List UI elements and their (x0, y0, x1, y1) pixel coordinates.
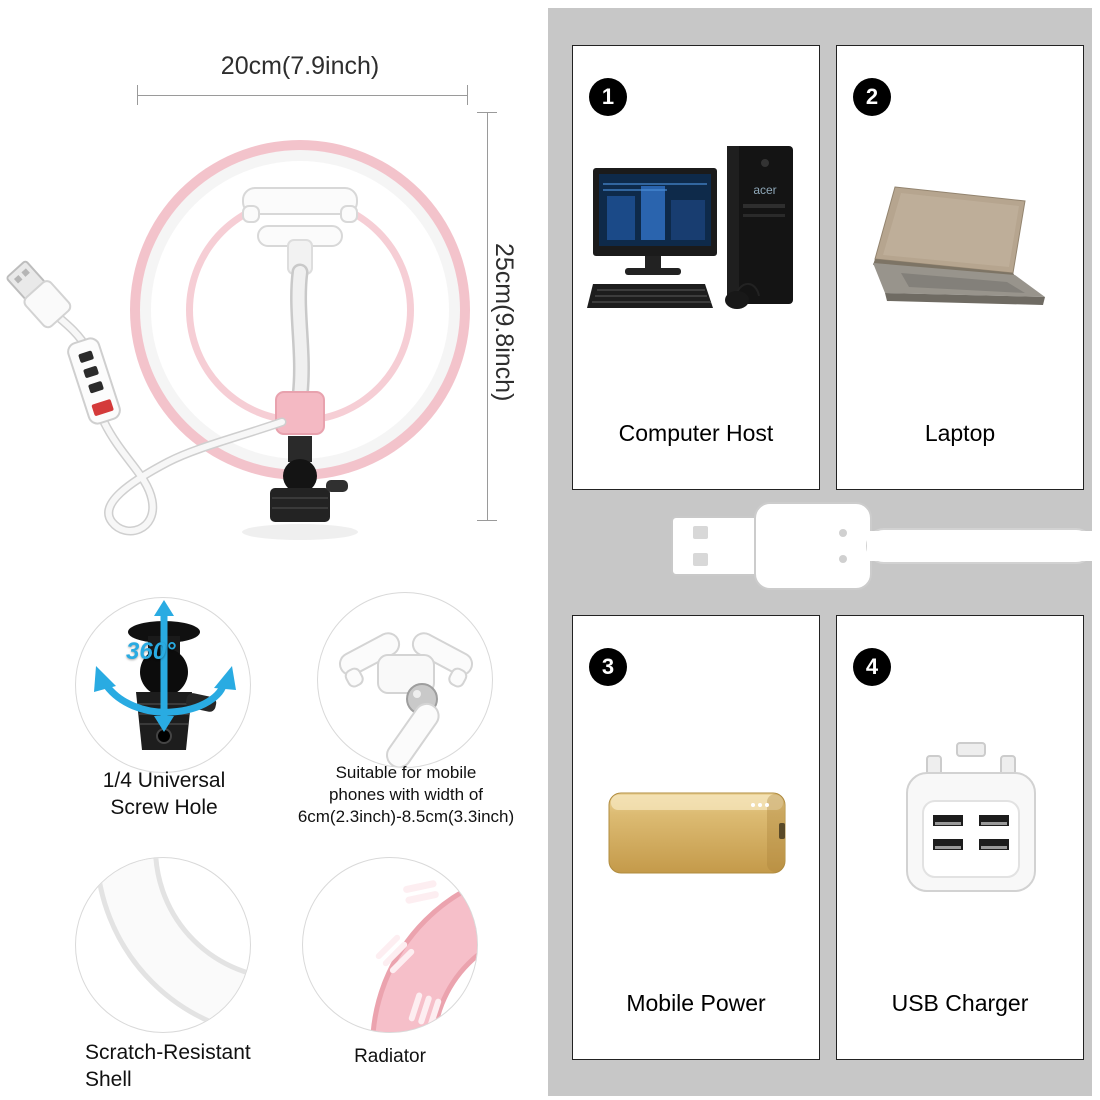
number-badge: 3 (589, 648, 627, 686)
compat-card-usb-charger: 4 USB Charger (836, 615, 1084, 1060)
dimension-tick (137, 85, 138, 105)
number-badge: 1 (589, 78, 627, 116)
gooseneck-arm (290, 263, 310, 405)
callout-ball-head: 360° (75, 597, 251, 773)
phone-clamp-icon (242, 187, 358, 275)
power-bank-icon (608, 792, 786, 874)
compat-card-laptop: 2 Laptop (836, 45, 1084, 490)
shell-arc-icon (94, 858, 250, 1032)
ring-light-illustration (6, 140, 470, 540)
callout-label-phone-width: Suitable for mobile phones with width of… (297, 763, 515, 827)
inline-remote-control (67, 337, 121, 425)
ball-head-360-icon (94, 600, 236, 750)
dimension-tick (477, 520, 497, 521)
callout-phone-clamp (317, 592, 493, 768)
svg-text:acer: acer (753, 183, 776, 197)
number-badge: 4 (853, 648, 891, 686)
ball-head-mount (270, 436, 348, 522)
usb-plug-icon (6, 260, 72, 329)
card-label: Laptop (924, 420, 996, 446)
card-label: Computer Host (618, 420, 774, 446)
laptop-icon (873, 186, 1045, 305)
width-dimension-label: 20cm(7.9inch) (220, 52, 380, 80)
card-label: USB Charger (891, 990, 1029, 1016)
pink-mount-block (275, 391, 325, 435)
phone-clamp-icon (338, 632, 474, 767)
callout-label-screw-hole: 1/4 Universal Screw Hole (102, 769, 226, 819)
width-dimension-line (137, 95, 468, 96)
card-label: Mobile Power (626, 990, 766, 1016)
callout-label-radiator: Radiator (354, 1046, 426, 1067)
usb-charger-icon (906, 742, 1036, 892)
height-dimension-label: 25cm(9.8inch) (490, 242, 518, 402)
usb-plug-icon (671, 502, 1092, 590)
rotation-badge: 360° (126, 638, 176, 665)
desktop-computer-icon: acer (587, 146, 793, 309)
radiator-arc-icon (370, 880, 477, 1032)
callout-radiator (302, 857, 478, 1033)
compat-card-computer-host: 1 acer Computer Host (572, 45, 820, 490)
height-dimension-line (487, 112, 488, 520)
dimension-tick (477, 112, 497, 113)
callout-label-shell: Scratch-Resistant Shell (85, 1041, 251, 1091)
compat-card-mobile-power: 3 Mobile Power (572, 615, 820, 1060)
number-badge: 2 (853, 78, 891, 116)
dimension-tick (467, 85, 468, 105)
callout-shell (75, 857, 251, 1033)
